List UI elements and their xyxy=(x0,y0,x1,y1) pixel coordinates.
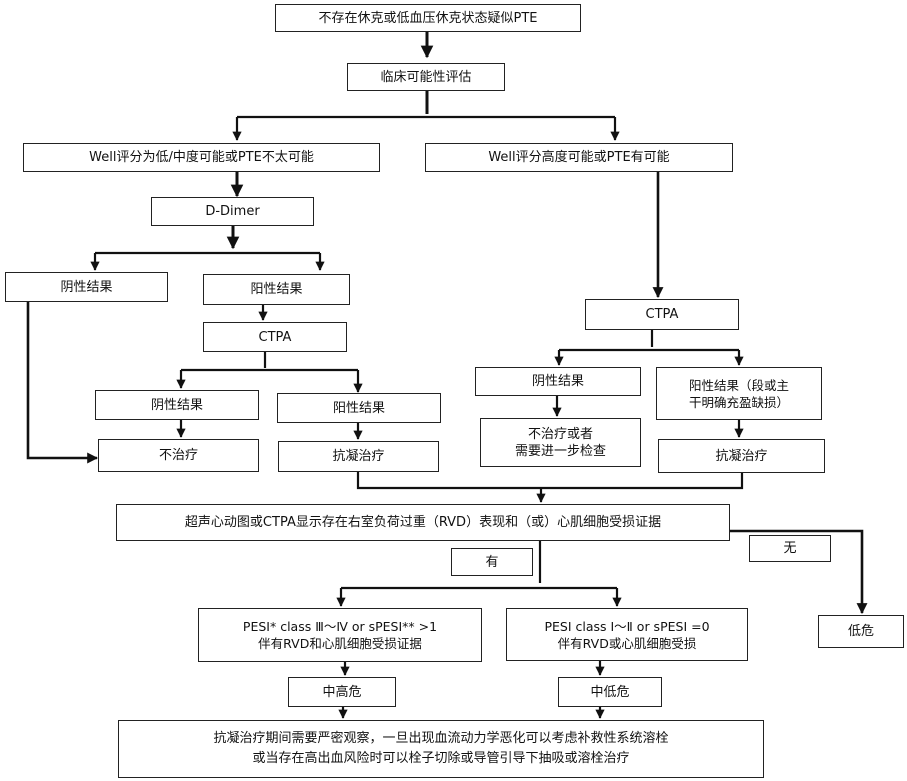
ctpa-right-negative-node: 阴性结果 xyxy=(475,367,641,396)
ctpa-right-positive-node: 阳性结果（段或主 干明确充盈缺损） xyxy=(656,367,822,420)
pesi-low-node: PESI class Ⅰ～Ⅱ or sPESI =0 伴有RVD或心肌细胞受损 xyxy=(506,608,748,661)
anticoag-right-node: 抗凝治疗 xyxy=(658,439,825,473)
no-treatment-or-check-node: 不治疗或者 需要进一步检查 xyxy=(480,418,641,467)
final-note-node: 抗凝治疗期间需要严密观察，一旦出现血流动力学恶化可以考虑补救性系统溶栓 或当存在… xyxy=(118,720,764,778)
start-node: 不存在休克或低血压休克状态疑似PTE xyxy=(275,4,581,32)
clinical-eval-node: 临床可能性评估 xyxy=(347,63,505,91)
rvd-no-line xyxy=(730,529,868,615)
arrow-dd-negative-to-no-treatment xyxy=(26,299,99,464)
ctpa-left-negative-node: 阴性结果 xyxy=(95,390,259,420)
dd-negative-node: 阴性结果 xyxy=(5,272,168,302)
pesi-high-node: PESI* class Ⅲ～Ⅳ or sPESI** >1 伴有RVD和心肌细胞… xyxy=(198,608,482,662)
merge-line-anticoag xyxy=(356,472,744,490)
well-low-node: Well评分为低/中度可能或PTE不太可能 xyxy=(23,143,380,172)
anticoag-left-node: 抗凝治疗 xyxy=(278,441,439,472)
ctpa-left-positive-node: 阳性结果 xyxy=(277,393,441,423)
low-risk-node: 低危 xyxy=(818,615,904,648)
well-high-node: Well评分高度可能或PTE有可能 xyxy=(425,143,733,172)
no-treatment-node: 不治疗 xyxy=(98,439,259,472)
yes-label: 有 xyxy=(451,548,533,576)
ctpa-left-node: CTPA xyxy=(203,322,347,352)
mid-high-risk-node: 中高危 xyxy=(288,677,396,707)
dd-positive-node: 阳性结果 xyxy=(203,274,350,305)
mid-low-risk-node: 中低危 xyxy=(558,677,662,707)
ctpa-right-node: CTPA xyxy=(585,299,739,330)
d-dimer-node: D-Dimer xyxy=(151,197,314,226)
rvd-evidence-node: 超声心动图或CTPA显示存在右室负荷过重（RVD）表现和（或）心肌细胞受损证据 xyxy=(116,504,730,541)
no-label: 无 xyxy=(749,535,831,562)
